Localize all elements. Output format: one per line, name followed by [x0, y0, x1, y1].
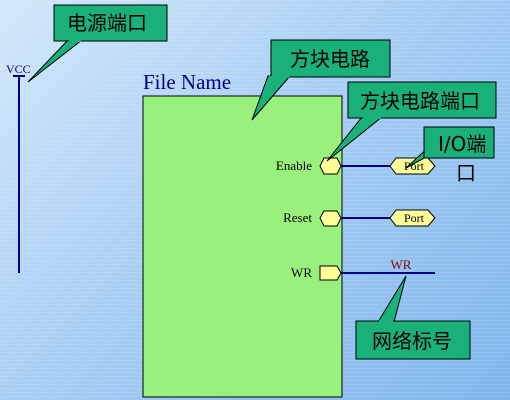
callout-sheet-symbol: 方块电路	[251, 39, 391, 121]
callout-sheet-entry-text: 方块电路端口	[360, 89, 480, 113]
io-port-label-reset: Port	[404, 211, 425, 225]
sheet-entry-enable: Enable	[276, 157, 342, 175]
net-label-wr: WR	[391, 257, 412, 272]
port-label-wr: WR	[291, 265, 312, 280]
vcc-power-port: VCC	[6, 62, 31, 273]
sheet-file-name: File Name	[143, 70, 231, 94]
sheet-symbol-block	[142, 95, 343, 398]
io-port-reset: Port	[389, 209, 436, 227]
port-label-reset: Reset	[283, 210, 312, 225]
callout-io-port: I/O端 口	[405, 126, 495, 185]
callout-net-label: 网络标号	[355, 275, 471, 360]
sheet-entry-wr: WR	[291, 265, 342, 281]
callout-net-label-text: 网络标号	[372, 329, 452, 353]
callout-io-port-text-line1: I/O端	[438, 132, 486, 156]
vcc-label: VCC	[6, 62, 31, 76]
callout-io-port-text-line2: 口	[456, 161, 476, 185]
io-port-label-enable: Port	[404, 159, 425, 173]
callout-sheet-symbol-text: 方块电路	[290, 47, 370, 71]
io-port-enable: Port	[389, 157, 436, 175]
callout-power-port-text: 电源端口	[67, 11, 147, 35]
callout-sheet-entry: 方块电路端口	[326, 81, 497, 162]
callout-power-port: 电源端口	[27, 4, 168, 83]
port-label-enable: Enable	[276, 158, 312, 173]
